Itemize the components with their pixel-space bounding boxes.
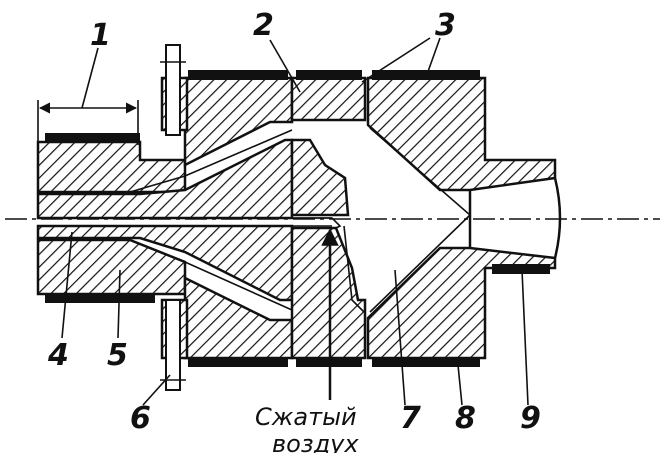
label-8: 8 (455, 401, 476, 436)
label-3: 3 (435, 8, 456, 43)
label-1: 1 (90, 18, 111, 53)
heater-band (296, 70, 362, 80)
heater-band (45, 293, 155, 303)
heater-band (372, 357, 480, 367)
label-5: 5 (107, 338, 128, 373)
heater-band (188, 70, 288, 80)
label-9: 9 (520, 401, 541, 436)
bolts (160, 44, 186, 391)
flow-channels (38, 129, 332, 311)
label-7: 7 (400, 401, 421, 436)
heater-band (188, 357, 288, 367)
heater-band (492, 264, 550, 274)
bolt-top (165, 44, 181, 136)
bolt-bottom (165, 299, 181, 391)
heater-band (45, 133, 140, 143)
label-4: 4 (47, 338, 69, 373)
die-body (366, 76, 562, 360)
leader-lines (61, 37, 529, 406)
caption-air: воздух (272, 430, 359, 453)
dimension-1 (37, 100, 139, 145)
label-2: 2 (253, 8, 274, 43)
label-6: 6 (130, 401, 151, 436)
caption-compressed-air: Сжатый (255, 403, 357, 431)
